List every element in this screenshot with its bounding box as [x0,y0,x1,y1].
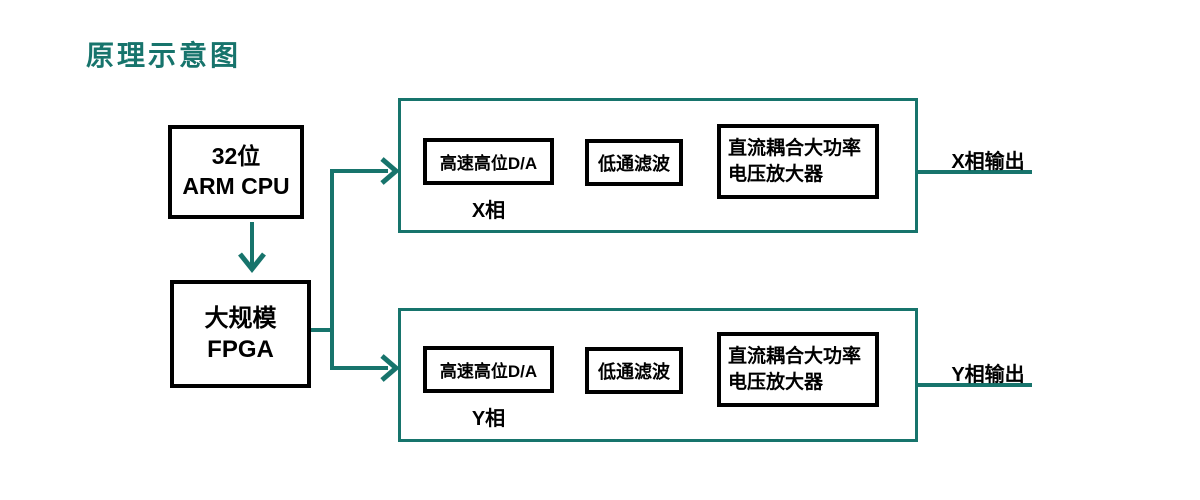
arrow-to-y-channel-head [380,354,400,382]
channel-x-phase-label: X相 [471,200,506,222]
diagram-title: 原理示意图 [86,40,242,71]
cpu-label-line2: ARM CPU [182,173,290,199]
fpga-label-line1: 大规模 [204,304,277,332]
channel-y-filter-box: 低通滤波 [585,347,683,394]
channel-x-dac-box: 高速高位D/A [423,138,554,185]
arrow-cpu-to-fpga-head [238,252,266,274]
block-arm-cpu: 32位 ARM CPU [168,125,304,219]
channel-y-amplifier-box: 直流耦合大功率 电压放大器 [717,332,879,407]
channel-x-dac-label: 高速高位D/A [439,154,538,173]
arrow-to-x-channel-head [380,157,400,185]
channel-y-dac-label: 高速高位D/A [439,362,538,381]
channel-x-amplifier-box: 直流耦合大功率 电压放大器 [717,124,879,199]
channel-y-phase-label: Y相 [471,408,506,430]
channel-x-output-label: X相输出 [951,151,1025,173]
channel-y-amp-line1: 直流耦合大功率 [728,345,862,367]
cpu-label-line1: 32位 [211,143,261,170]
channel-x-filter-box: 低通滤波 [585,139,683,186]
channel-y-filter-label: 低通滤波 [598,361,670,382]
channel-x-filter-label: 低通滤波 [598,153,670,174]
channel-y-dac-box: 高速高位D/A [423,346,554,393]
channel-x-amp-line1: 直流耦合大功率 [728,137,862,159]
block-fpga: 大规模 FPGA [170,280,311,388]
channel-y-output-label: Y相输出 [951,364,1025,386]
fpga-label-line2: FPGA [207,336,274,363]
channel-y-amp-line2: 电压放大器 [728,371,824,393]
channel-x-amp-line2: 电压放大器 [728,163,824,185]
